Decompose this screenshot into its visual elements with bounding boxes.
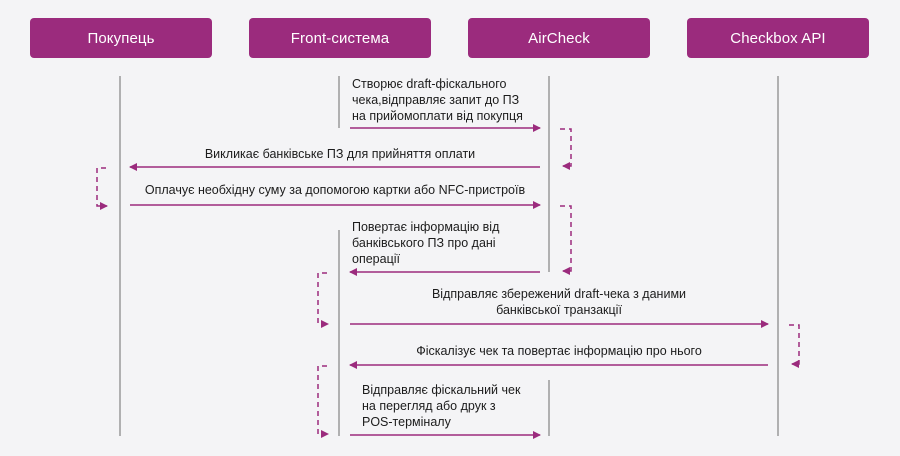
message-line: Фіскалізує чек та повертає інформацію пр…: [416, 344, 702, 358]
message-m5-label: Відправляє збережений draft-чека з даним…: [350, 286, 768, 318]
message-m4-label: Повертає інформацію від банківського ПЗ …: [352, 219, 499, 267]
message-line: Оплачує необхідну суму за допомогою карт…: [144, 183, 526, 197]
self-loop-buyer: [96, 167, 108, 210]
message-m2-label: Викликає банківське ПЗ для прийняття опл…: [140, 146, 540, 162]
message-line: на прийомоплати від покупця: [352, 109, 523, 123]
self-loop-checkbox-api: [789, 324, 800, 368]
message-line: банківського ПЗ про дані: [352, 236, 496, 250]
actor-aircheck: AirCheck: [468, 18, 650, 58]
message-m7-label: Відправляє фіскальний чек на перегляд аб…: [362, 382, 520, 430]
actor-checkbox-api: Checkbox API: [687, 18, 869, 58]
message-line: Відправляє фіскальний чек: [362, 383, 521, 397]
message-m3-label: Оплачує необхідну суму за допомогою карт…: [130, 182, 540, 198]
message-line: Повертає інформацію від: [352, 220, 500, 234]
self-loop-aircheck: [560, 128, 572, 170]
message-line: Відправляє збережений draft-чека з даним…: [431, 287, 687, 301]
message-line: на перегляд або друк з: [362, 399, 496, 413]
self-loop-aircheck: [560, 205, 572, 275]
message-line: Створює draft-фіскального: [352, 77, 507, 91]
self-loop-front-system: [317, 272, 329, 328]
message-line: Викликає банківське ПЗ для прийняття опл…: [204, 147, 476, 161]
actor-front-system: Front-система: [249, 18, 431, 58]
message-line: операції: [352, 252, 400, 266]
self-loop-front-system: [317, 365, 329, 438]
message-m1-label: Створює draft-фіскального чека,відправля…: [352, 76, 523, 124]
message-m6-label: Фіскалізує чек та повертає інформацію пр…: [350, 343, 768, 359]
message-line: банківської транзакції: [496, 303, 622, 317]
actor-buyer: Покупець: [30, 18, 212, 58]
message-line: POS-терміналу: [362, 415, 451, 429]
message-line: чека,відправляє запит до ПЗ: [352, 93, 520, 107]
